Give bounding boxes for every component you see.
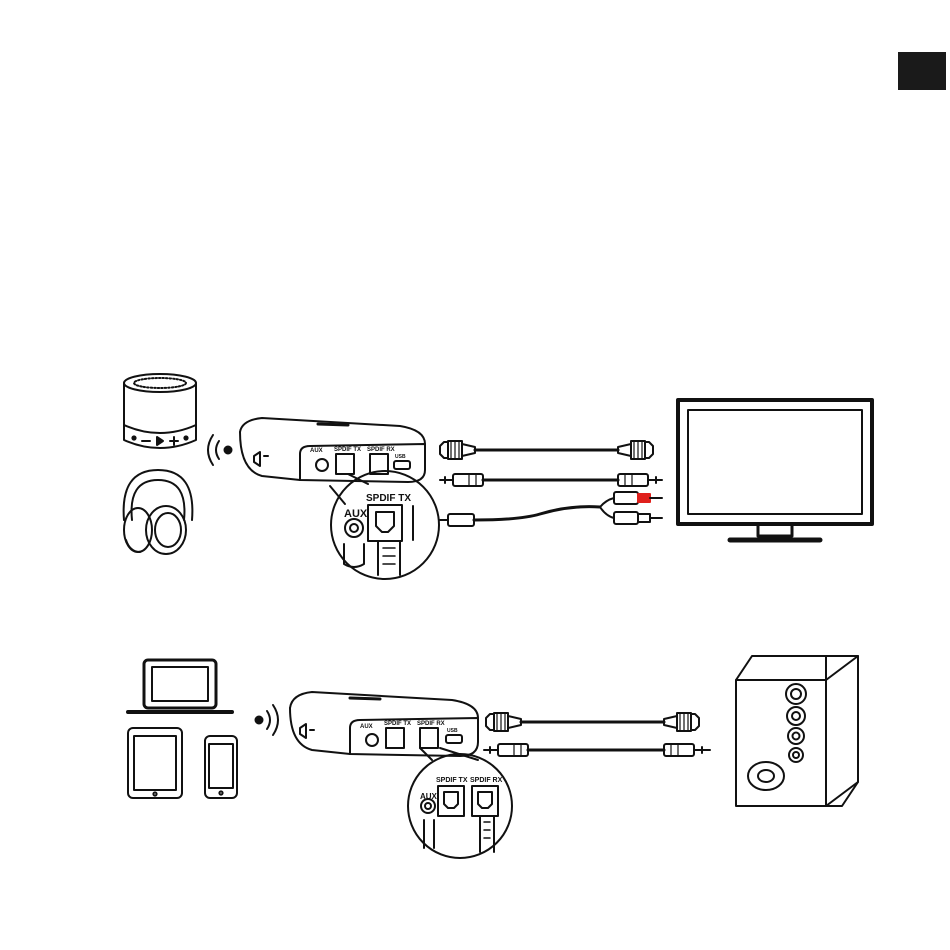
tv-icon bbox=[678, 400, 872, 540]
wireless-signal-icon bbox=[208, 435, 232, 465]
zoom-aux-label: AUX bbox=[420, 792, 438, 801]
headphones-icon bbox=[124, 470, 193, 554]
spdif-tx-label: SPDIF TX bbox=[384, 721, 411, 727]
spdif-tx-label: SPDIF TX bbox=[334, 447, 361, 453]
zoom-aux-label: AUX bbox=[344, 508, 368, 520]
spdif-rx-label: SPDIF RX bbox=[417, 721, 445, 727]
aux-label: AUX bbox=[360, 724, 373, 730]
phone-icon bbox=[205, 736, 237, 798]
aux-cable bbox=[440, 474, 662, 486]
laptop-icon bbox=[128, 660, 232, 712]
usb-label: USB bbox=[447, 728, 458, 734]
aux-cable bbox=[484, 744, 710, 756]
powered-speaker-icon bbox=[736, 656, 858, 806]
port-zoom-callout bbox=[330, 471, 439, 579]
zoom-spdif-tx-label: SPDIF TX bbox=[366, 493, 411, 504]
aux-to-rca-cable bbox=[440, 492, 662, 526]
spdif-rx-label: SPDIF RX bbox=[367, 447, 395, 453]
optical-cable bbox=[486, 713, 699, 731]
usb-label: USB bbox=[395, 454, 406, 460]
tablet-icon bbox=[128, 728, 182, 798]
port-labels: AUX SPDIF TX SPDIF RX USB AUX SPDIF TX A… bbox=[310, 447, 503, 801]
aux-label: AUX bbox=[310, 448, 323, 454]
port-zoom-callout bbox=[408, 748, 512, 858]
zoom-spdif-tx-label: SPDIF TX bbox=[436, 777, 468, 784]
optical-cable bbox=[440, 441, 653, 459]
bluetooth-speaker-icon bbox=[124, 374, 196, 448]
zoom-spdif-rx-label: SPDIF RX bbox=[470, 777, 503, 784]
wireless-signal-icon bbox=[256, 705, 279, 735]
